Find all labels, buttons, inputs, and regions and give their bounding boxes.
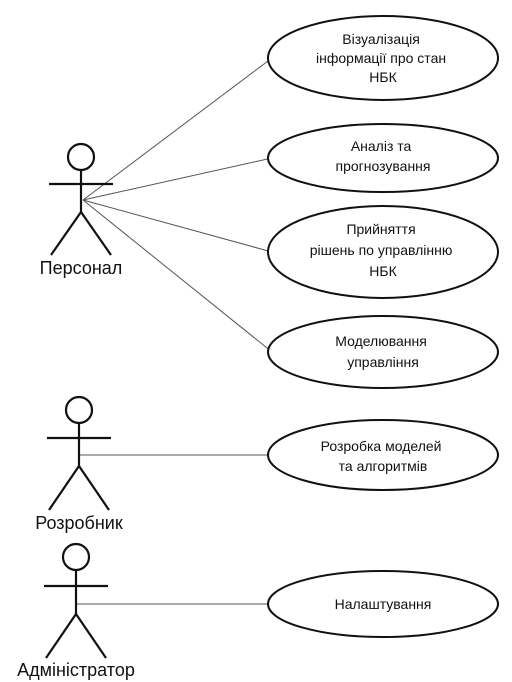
actor-leg-right (75, 613, 107, 659)
use-case-label-line: НБК (369, 263, 397, 279)
use-case-analysis: Аналіз та прогнозування (267, 123, 499, 193)
actor-label-admin: Адміністратор (17, 660, 135, 680)
actor-leg-left (45, 613, 77, 659)
use-case-modeling: Моделювання управління (267, 315, 499, 389)
use-case-label-line: Прийняття (346, 221, 415, 237)
use-case-label-line: управління (347, 354, 419, 370)
actor-developer (47, 395, 111, 511)
use-case-decision: Прийняття рішень по управлінню НБК (267, 205, 499, 299)
use-case-label-line: Візуалізація (342, 31, 420, 47)
use-case-label: Аналіз та прогнозування (336, 138, 431, 174)
use-case-label-line: інформації про стан (316, 50, 446, 66)
use-case-label-line: рішень по управлінню (310, 242, 453, 258)
use-case-label: Прийняття рішень по управлінню НБК (310, 221, 457, 279)
use-case-ellipse (267, 315, 499, 389)
actor-label-personnel: Персонал (40, 258, 123, 278)
use-case-label: Моделювання управління (335, 333, 430, 370)
use-case-label-line: та алгоритмів (339, 458, 428, 474)
actor-admin (44, 542, 108, 659)
use-case-label-line: НБК (369, 69, 397, 85)
use-case-label: Візуалізація інформації про стан НБК (316, 31, 450, 85)
use-case-ellipse (267, 123, 499, 193)
association-line (82, 199, 273, 353)
actor-head (61, 542, 91, 572)
use-case-ellipse (267, 570, 499, 638)
actor-label-developer: Розробник (35, 513, 123, 533)
use-case-ellipse (267, 15, 499, 101)
actor-leg-left (50, 211, 82, 256)
use-case-label-line: Аналіз та (351, 138, 412, 154)
use-case-label-line: прогнозування (336, 158, 431, 174)
actor-leg-right (80, 211, 112, 256)
use-case-ellipse (267, 205, 499, 299)
actor-personnel (49, 142, 113, 256)
use-case-visualization: Візуалізація інформації про стан НБК (267, 15, 499, 101)
use-case-models-dev: Розробка моделей та алгоритмів (267, 419, 499, 491)
association-line (82, 199, 273, 253)
association-line (82, 157, 273, 201)
association-line (82, 57, 273, 201)
association-lines (76, 57, 273, 605)
actor-leg-right (78, 465, 110, 511)
actor-head (66, 142, 96, 172)
use-case-label: Налаштування (335, 596, 432, 612)
use-case-label-line: Моделювання (335, 333, 427, 349)
actor-leg-left (48, 465, 80, 511)
use-case-label-line: Налаштування (335, 596, 432, 612)
use-case-ellipse (267, 419, 499, 491)
use-case-label: Розробка моделей та алгоритмів (321, 438, 446, 474)
use-case-settings: Налаштування (267, 570, 499, 638)
actor-head (64, 395, 94, 425)
use-case-label-line: Розробка моделей (321, 438, 442, 454)
